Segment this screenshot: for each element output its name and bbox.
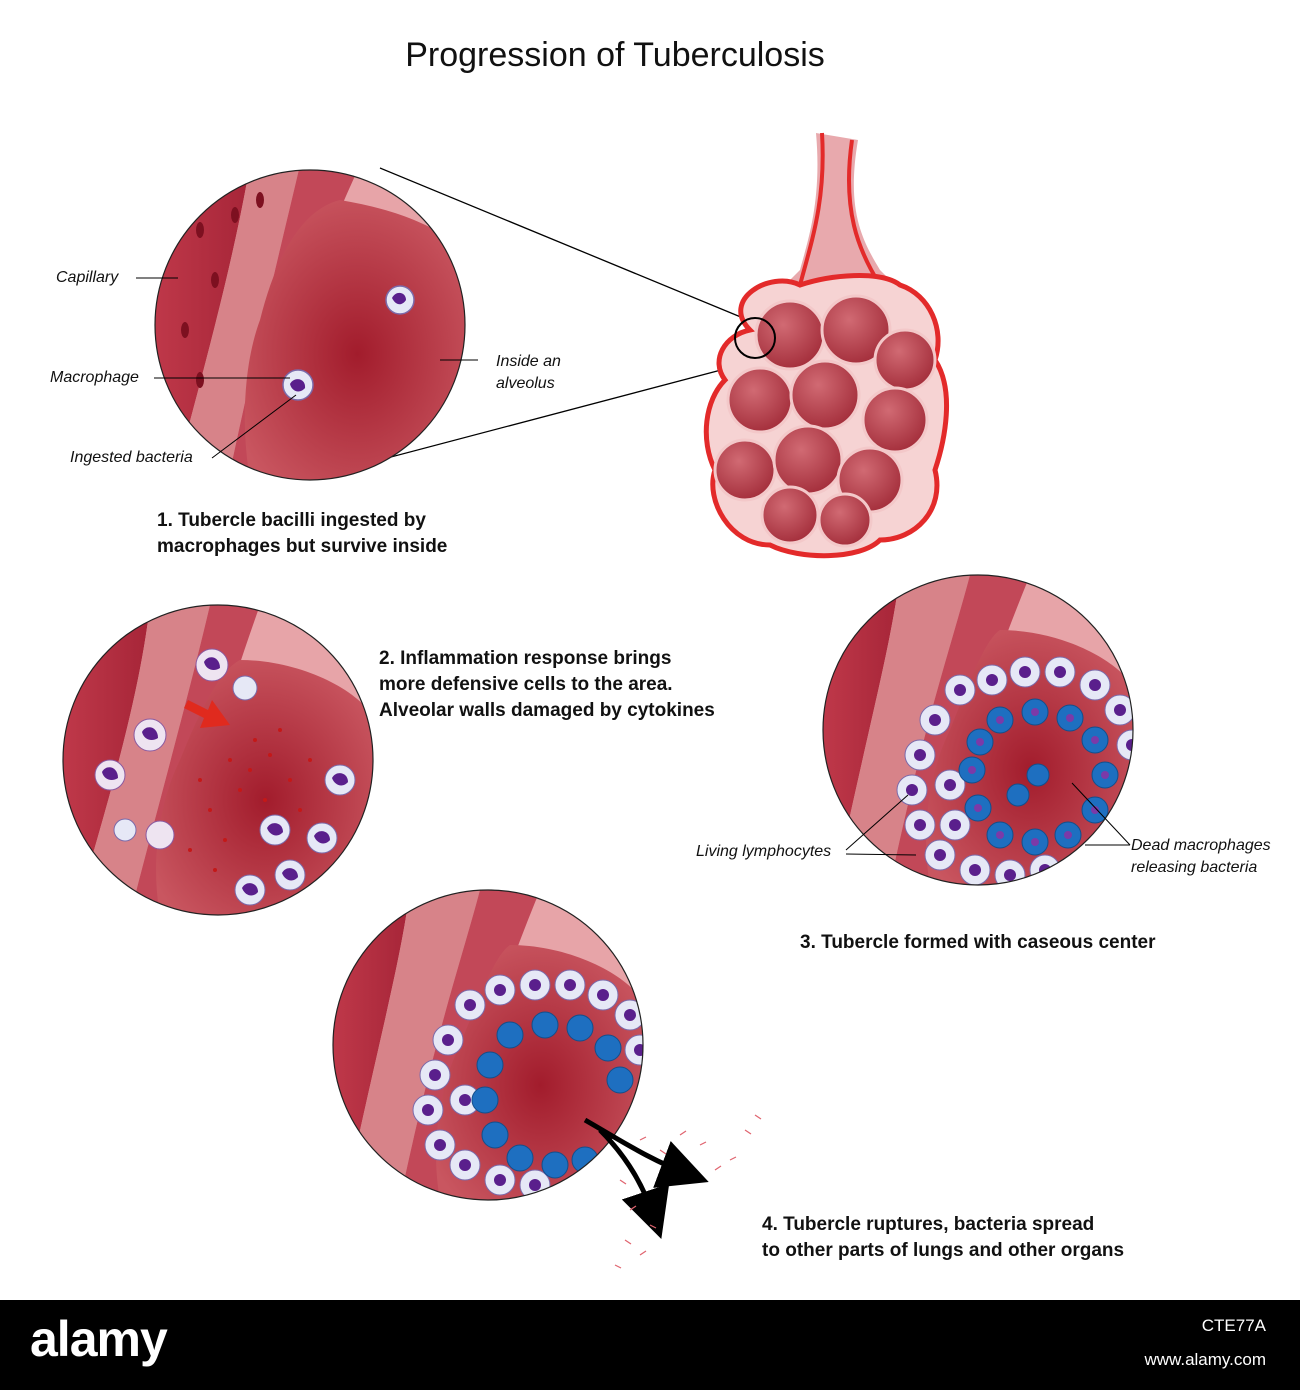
footer-url: www.alamy.com: [1144, 1350, 1266, 1369]
panel-1-circle: [155, 170, 465, 480]
cytokine-dots: [188, 728, 312, 872]
zoom-line-top: [379, 167, 749, 321]
step-3-caption: 3. Tubercle formed with caseous center: [800, 930, 1155, 956]
step-2-line3: Alveolar walls damaged by cytokines: [379, 700, 715, 721]
step-1-line1: 1. Tubercle bacilli ingested by: [157, 510, 426, 531]
panel-4-circle: [333, 890, 643, 1200]
label-capillary: Capillary: [56, 269, 119, 286]
panel-2-circle: [63, 605, 373, 915]
macrophage-cell: [282, 285, 415, 401]
step-1-caption: 1. Tubercle bacilli ingested by macropha…: [157, 508, 447, 560]
step-4-caption: 4. Tubercle ruptures, bacteria spread to…: [762, 1212, 1124, 1264]
panel-3-circle: [823, 575, 1133, 885]
image-code: CTE77A: [1201, 1316, 1266, 1335]
illustration: [62, 132, 1134, 1269]
dead-macrophage-ring: [958, 698, 1119, 856]
rupture-arrows: [583, 1117, 709, 1239]
brand-logo: alamy: [30, 1311, 168, 1367]
label-ingested-bacteria: Ingested bacteria: [70, 449, 193, 466]
step-3-line1: 3. Tubercle formed with caseous center: [800, 932, 1156, 953]
scattered-defensive-cells: [94, 648, 356, 906]
label-macrophage: Macrophage: [50, 369, 139, 386]
step-4-line1: 4. Tubercle ruptures, bacteria spread: [762, 1214, 1095, 1235]
page-title: Progression of Tuberculosis: [405, 36, 825, 74]
step-2-line1: 2. Inflammation response brings: [379, 648, 672, 669]
zoom-line-bottom: [371, 364, 741, 463]
dead-macrophage-ring: [471, 1011, 634, 1179]
spreading-bacteria: [614, 1114, 762, 1269]
alveolar-sac: [703, 132, 949, 559]
zoom-highlight-circle: [734, 317, 776, 359]
label-inside-alveolus-line1: Inside an: [496, 353, 561, 370]
label-inside-alveolus-line2: alveolus: [496, 375, 555, 392]
step-1-line2: macrophages but survive inside: [157, 536, 448, 557]
step-2-line2: more defensive cells to the area.: [379, 674, 673, 695]
watermark-footer: alamy CTE77A www.alamy.com: [0, 1300, 1300, 1390]
label-living-lymphocytes: Living lymphocytes: [696, 843, 832, 860]
label-dead-macrophages-line1: Dead macrophages: [1131, 837, 1271, 854]
step-4-line2: to other parts of lungs and other organs: [762, 1240, 1125, 1261]
label-dead-macrophages-line2: releasing bacteria: [1131, 859, 1258, 876]
red-arrow: [184, 700, 230, 728]
step-2-caption: 2. Inflammation response brings more def…: [379, 646, 715, 724]
